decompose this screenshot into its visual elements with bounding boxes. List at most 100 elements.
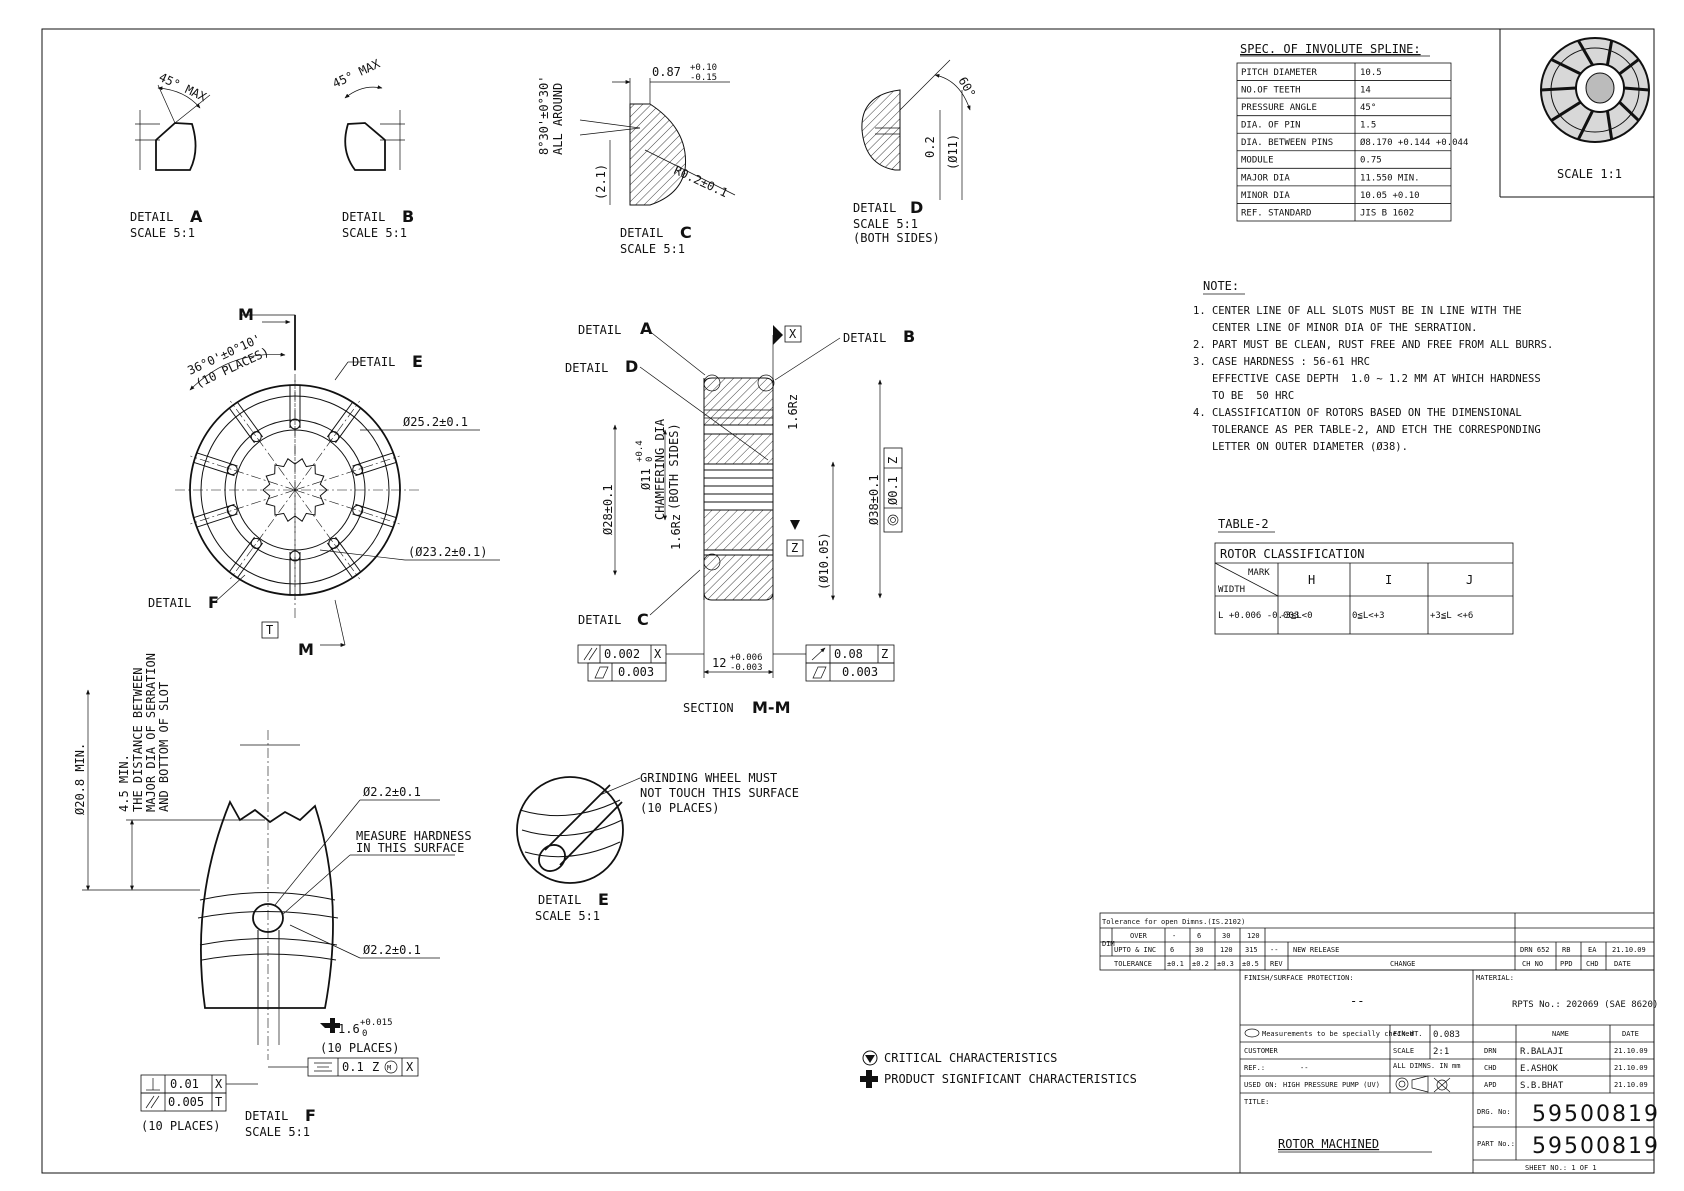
sect-detail-c: DETAIL [578,613,621,627]
section-marker-bottom: M [298,640,314,659]
tb-customer: CUSTOMER [1244,1047,1279,1055]
note-line: 2. PART MUST BE CLEAN, RUST FREE AND FRE… [1193,339,1553,351]
spline-row-value: 1.5 [1360,121,1376,131]
tol-upto-cell: 315 [1245,946,1258,954]
tb-measure-note: Measurements to be specially checked [1262,1030,1414,1038]
sect-dia11-tol-top: +0.4 [635,440,645,462]
sect-width-tol-bot: -0.003 [730,663,763,673]
table2-col-h: H [1308,573,1315,587]
sect-right-run: 0.08 [834,647,863,661]
detail-a-label: DETAIL [130,210,173,224]
sect-chamf1: CHAMFERING DIA [653,418,667,520]
tb-apd-name: S.B.BHAT [1520,1081,1564,1091]
tb-material-val: RPTS No.: 202069 (SAE 8620) [1512,1000,1658,1010]
tb-dim: DIM [1102,940,1115,948]
tb-over: OVER [1130,932,1148,940]
detail-f-places2: (10 PLACES) [141,1119,220,1133]
tb-used-val: HIGH PRESSURE PUMP (UV) [1283,1081,1380,1089]
tb-apd: APD [1484,1081,1497,1089]
tb-drn-name: R.BALAJI [1520,1047,1563,1057]
table2-mark: MARK [1248,568,1270,578]
section-marker-top: M [238,305,254,324]
front-dia-inner: (Ø23.2±0.1) [408,545,487,559]
detail-c-dim: 0.87 [652,65,681,79]
detail-b-angle: 45° MAX [330,56,382,90]
detail-f-dim-v4: MAJOR DIA OF SERRATION [144,653,158,812]
sect-detail-d-letter: D [625,357,638,376]
front-detail-f: DETAIL [148,596,191,610]
spline-row-label: PITCH DIAMETER [1241,68,1317,78]
detail-c-angle2: ALL AROUND [551,83,565,155]
tb-change: CHANGE [1390,960,1415,968]
tb-name: NAME [1552,1030,1569,1038]
tb-scale-val: 2:1 [1433,1047,1449,1057]
spline-row-value: 0.75 [1360,156,1382,166]
tb-rb: RB [1562,946,1570,954]
svg-text:M: M [387,1064,391,1072]
table2-cell-h: -3≦L<0 [1280,611,1313,621]
detail-f-hole2: Ø2.2±0.1 [363,943,421,957]
sect-chamf2: (BOTH SIDES) [667,423,681,510]
tb-title-val: ROTOR MACHINED [1278,1137,1379,1151]
tb-all-dimns: ALL DIMNS. IN mm [1393,1062,1460,1070]
tb-finwt-val: 0.083 [1433,1030,1460,1040]
spline-row-value: 10.5 [1360,68,1382,78]
detail-b-letter: B [402,207,414,226]
sect-datum-z: Z [791,541,798,555]
note-line: TO BE 50 HRC [1193,390,1294,402]
tol-over-cell: 120 [1247,932,1260,940]
sect-title: SECTION [683,701,734,715]
sect-left-par: 0.002 [604,647,640,661]
detail-c-side: (2.1) [594,164,608,200]
sect-detail-b: DETAIL [843,331,886,345]
detail-f-fcf-val: 0.1 [342,1060,364,1074]
table2-title: TABLE-2 [1218,517,1269,531]
detail-a-letter: A [190,207,203,226]
tb-rev: REV [1270,960,1283,968]
tb-chno: CH NO [1522,960,1543,968]
spline-row-value: Ø8.170 +0.144 +0.044 [1360,137,1468,148]
detail-c-tol-bot: -0.15 [690,73,717,83]
tb-ea: EA [1588,946,1597,954]
tb-drn652: DRN 652 [1520,946,1550,954]
spline-row-value: JIS B 1602 [1360,208,1414,218]
tb-drg-no: DRG. No: [1477,1108,1511,1116]
detail-b: 45° MAX DETAIL B SCALE 5:1 [330,56,414,240]
tol-value-cell: ±0.1 [1167,960,1184,968]
tb-drn: DRN [1484,1047,1497,1055]
tb-sheet: SHEET NO.: 1 OF 1 [1525,1164,1597,1172]
detail-b-scale: SCALE 5:1 [342,226,407,240]
spline-row-label: MAJOR DIA [1241,173,1290,183]
tol-over-cell: 6 [1197,932,1201,940]
detail-f-pos-tol-bot: 0 [362,1029,367,1039]
spline-row-label: MINOR DIA [1241,191,1290,201]
sect-dia38: Ø38±0.1 [867,474,881,525]
iso-scale: SCALE 1:1 [1557,167,1622,181]
spline-row-value: 10.05 +0.10 [1360,191,1420,201]
detail-e-note2: NOT TOUCH THIS SURFACE [640,786,799,800]
spline-row-value: 45° [1360,103,1376,113]
notes: NOTE: 1. CENTER LINE OF ALL SLOTS MUST B… [1193,279,1553,453]
tb-chd-date: 21.10.09 [1614,1064,1648,1072]
detail-a: 45° MAX DETAIL A SCALE 5:1 [130,70,211,240]
sect-width: 12 [712,656,726,670]
detail-f-scale: SCALE 5:1 [245,1125,310,1139]
detail-f-note2: IN THIS SURFACE [356,841,464,855]
detail-d-letter: D [910,198,923,217]
tb-chd: CHD [1586,960,1599,968]
detail-c-letter: C [680,223,692,242]
detail-f-fcf-ref: Z [372,1060,379,1074]
tb-ppd: PPD [1560,960,1573,968]
front-detail-e: DETAIL [352,355,395,369]
sect-conc-ref: Z [886,457,900,464]
detail-f-fcf-ref2: X [406,1060,414,1074]
legend-product: PRODUCT SIGNIFICANT CHARACTERISTICS [884,1072,1137,1086]
tol-upto-cell: 30 [1195,946,1203,954]
tb-ref: REF.: [1244,1064,1265,1072]
sect-rough2: 1.6Rz [669,514,683,550]
tb-material-label: MATERIAL: [1476,974,1514,982]
sect-dia28: Ø28±0.1 [601,484,615,535]
iso-view: SCALE 1:1 [1499,29,1654,198]
rotor-iso-image [1540,37,1650,143]
table2-col-i: I [1385,573,1392,587]
